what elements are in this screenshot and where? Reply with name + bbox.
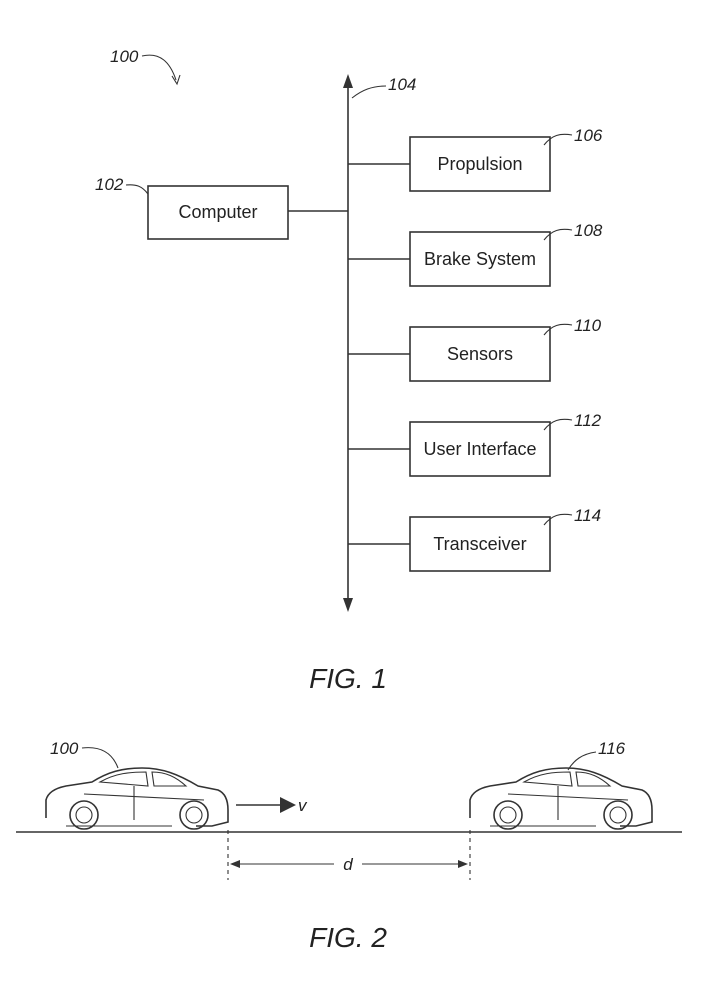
bus-ref-leader — [351, 85, 387, 99]
component-label: Brake System — [424, 249, 536, 269]
component-ref-leader — [543, 513, 573, 526]
bus-ref: 104 — [388, 75, 416, 94]
distance-label: d — [343, 855, 353, 874]
velocity-label: v — [298, 796, 308, 815]
component-box — [409, 516, 551, 572]
computer-box — [147, 185, 289, 240]
target-vehicle — [469, 767, 653, 830]
computer-label: Computer — [178, 202, 257, 222]
component-label: Sensors — [447, 344, 513, 364]
component-ref: 108 — [574, 221, 603, 240]
component-ref: 114 — [574, 506, 601, 525]
component-ref: 112 — [574, 411, 602, 430]
target-vehicle-ref: 116 — [598, 739, 626, 758]
component-box — [409, 326, 551, 382]
component-ref: 106 — [574, 126, 603, 145]
distance-arrow-left — [230, 860, 240, 868]
component-box — [409, 421, 551, 477]
component-ref-leader — [543, 133, 573, 146]
system-ref: 100 — [110, 47, 139, 66]
component-ref-leader — [543, 323, 573, 336]
fig1-caption: FIG. 1 — [309, 663, 387, 694]
system-ref-arrow — [171, 74, 181, 86]
component-label: User Interface — [423, 439, 536, 459]
figure-2: 100 v 116 d FIG. 2 — [16, 739, 682, 953]
computer-ref: 102 — [95, 175, 124, 194]
component-box — [409, 231, 551, 287]
bus-bottom-arrow — [343, 598, 353, 612]
host-vehicle — [45, 767, 229, 830]
component-label: Propulsion — [437, 154, 522, 174]
bus-top-arrow — [343, 74, 353, 88]
computer-ref-leader — [125, 184, 149, 195]
distance-arrow-right — [458, 860, 468, 868]
host-vehicle-ref-leader — [81, 747, 119, 769]
figure-1: 100 104 102 Computer Propulsion 106Brake … — [95, 47, 603, 694]
component-label: Transceiver — [433, 534, 526, 554]
target-vehicle-ref-leader — [567, 751, 597, 771]
system-ref-leader — [141, 54, 177, 81]
component-ref-leader — [543, 418, 573, 431]
component-ref-leader — [543, 228, 573, 241]
component-box — [409, 136, 551, 192]
host-vehicle-ref: 100 — [50, 739, 79, 758]
component-ref: 110 — [574, 316, 602, 335]
fig2-caption: FIG. 2 — [309, 922, 387, 953]
